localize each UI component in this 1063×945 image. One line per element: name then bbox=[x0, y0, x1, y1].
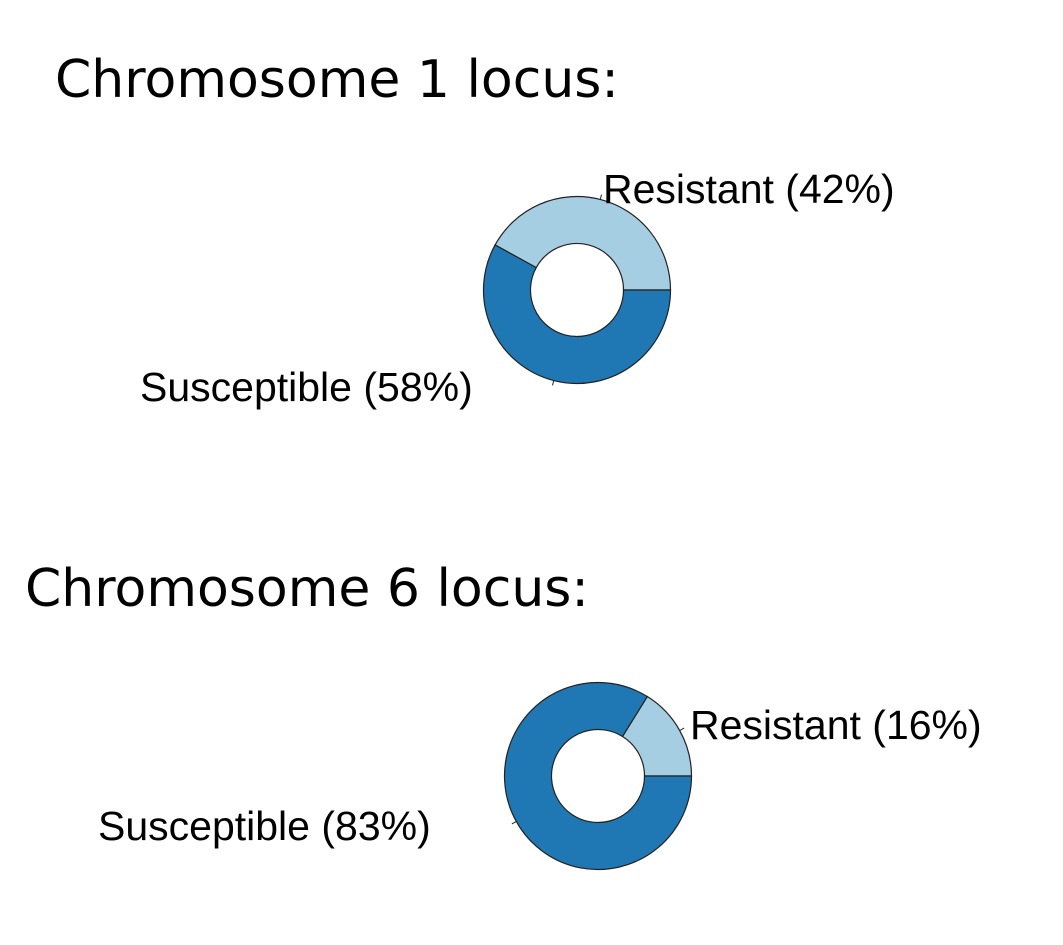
chart-2-title: Chromosome 6 locus: bbox=[25, 559, 589, 619]
chart-2-leader-susceptible bbox=[511, 821, 517, 825]
chart-1-label-resistant: Resistant (42%) bbox=[603, 166, 895, 212]
chart-2-donut bbox=[503, 681, 693, 871]
chart-2-slice-susceptible bbox=[503, 681, 693, 871]
chart-1-slice-susceptible bbox=[482, 244, 672, 385]
chart-1-donut bbox=[482, 194, 672, 386]
chart-1-label-susceptible: Susceptible (58%) bbox=[140, 364, 473, 410]
chart-2-leader-resistant bbox=[679, 727, 685, 731]
chart-1-leader-resistant bbox=[599, 194, 602, 200]
chart-1-title: Chromosome 1 locus: bbox=[55, 50, 619, 110]
chart-1-slice-resistant bbox=[494, 195, 672, 291]
chart-2-label-susceptible: Susceptible (83%) bbox=[98, 803, 431, 849]
chart-1-leader-susceptible bbox=[552, 380, 555, 386]
chart-2-label-resistant: Resistant (16%) bbox=[690, 702, 982, 748]
